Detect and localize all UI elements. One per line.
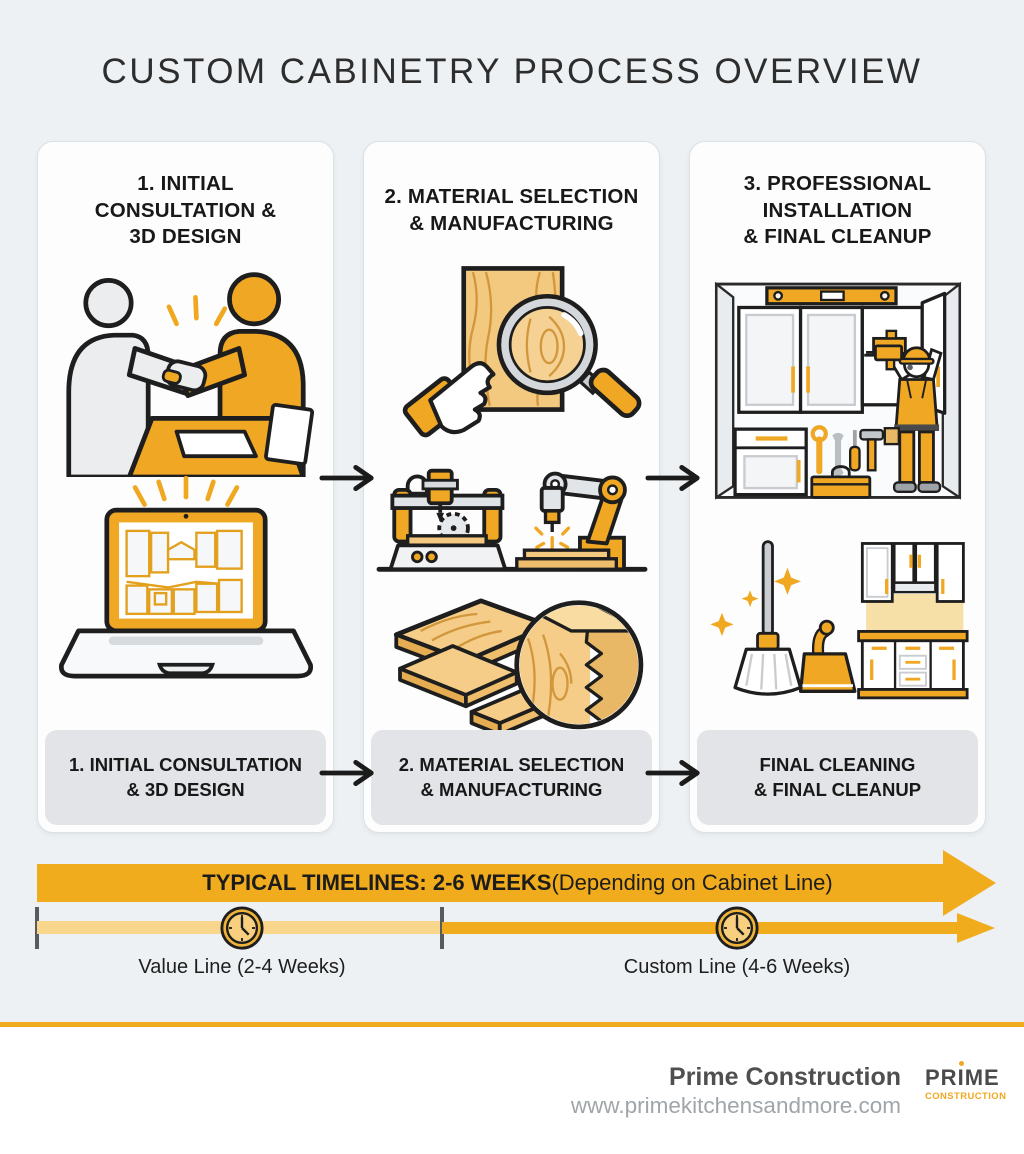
logo-me: ME bbox=[964, 1065, 1000, 1090]
wood-inspection-icon bbox=[402, 266, 641, 438]
logo-wordmark: PRIME bbox=[925, 1067, 1006, 1089]
logo-pr: PR bbox=[925, 1065, 958, 1090]
website-url: www.primekitchensandmore.com bbox=[570, 1093, 901, 1118]
prime-construction-logo: PRIME CONSTRUCTION bbox=[925, 1067, 1006, 1102]
timeline-headline-text: TYPICAL TIMELINES: 2-6 WEEKS (Depending … bbox=[37, 849, 998, 917]
step-3-footer-label: FINAL CLEANING & FINAL CLEANUP bbox=[697, 730, 978, 825]
cleanup-cabinets-icon bbox=[709, 540, 969, 700]
cabinet-installation-icon bbox=[714, 281, 961, 500]
laptop-3d-design-icon bbox=[58, 476, 313, 679]
cnc-robot-manufacturing-icon bbox=[376, 468, 647, 572]
wood-joinery-icon bbox=[393, 598, 643, 737]
step-1-header: 1. INITIAL CONSULTATION & 3D DESIGN bbox=[94, 172, 277, 249]
custom-line-clock-icon bbox=[715, 906, 759, 950]
page-title: CUSTOM CABINETRY PROCESS OVERVIEW bbox=[101, 52, 923, 91]
timeline-headline-note: (Depending on Cabinet Line) bbox=[551, 870, 833, 895]
footer-divider bbox=[0, 1022, 1024, 1027]
timeline-headline-bar: TYPICAL TIMELINES: 2-6 WEEKS (Depending … bbox=[37, 849, 998, 917]
step-card-1: 1. INITIAL CONSULTATION & 3D DESIGN bbox=[37, 141, 334, 833]
step-2-footer-label: 2. MATERIAL SELECTION & MANUFACTURING bbox=[371, 730, 652, 825]
timeline-headline-bold: TYPICAL TIMELINES: 2-6 WEEKS bbox=[202, 870, 552, 895]
arrow-step2-to-step3-icon bbox=[645, 464, 700, 492]
logo-subtitle: CONSTRUCTION bbox=[925, 1091, 1007, 1102]
step-card-2: 2. MATERIAL SELECTION & MANUFACTURING bbox=[363, 141, 660, 833]
footer: Prime Construction www.primekitchensandm… bbox=[0, 1027, 1024, 1154]
timeline-arrow-shape bbox=[37, 850, 996, 916]
arrow-step1-to-step2-icon bbox=[319, 464, 374, 492]
step-card-3: 3. PROFESSIONAL INSTALLATION & FINAL CLE… bbox=[689, 141, 986, 833]
step-2-header: 2. MATERIAL SELECTION & MANUFACTURING bbox=[384, 185, 639, 235]
value-line-label: Value Line (2-4 Weeks) bbox=[138, 956, 346, 978]
value-line-clock-icon bbox=[220, 906, 264, 950]
arrow-footer-step2-to-step3-icon bbox=[645, 759, 700, 787]
handshake-consultation-icon bbox=[65, 272, 314, 477]
company-name: Prime Construction bbox=[669, 1063, 901, 1091]
step-1-footer-label: 1. INITIAL CONSULTATION & 3D DESIGN bbox=[45, 730, 326, 825]
arrow-footer-step1-to-step2-icon bbox=[319, 759, 374, 787]
step-3-header: 3. PROFESSIONAL INSTALLATION & FINAL CLE… bbox=[743, 172, 932, 249]
logo-i-gold-dot: I bbox=[957, 1065, 965, 1090]
custom-line-label: Custom Line (4-6 Weeks) bbox=[623, 956, 851, 978]
